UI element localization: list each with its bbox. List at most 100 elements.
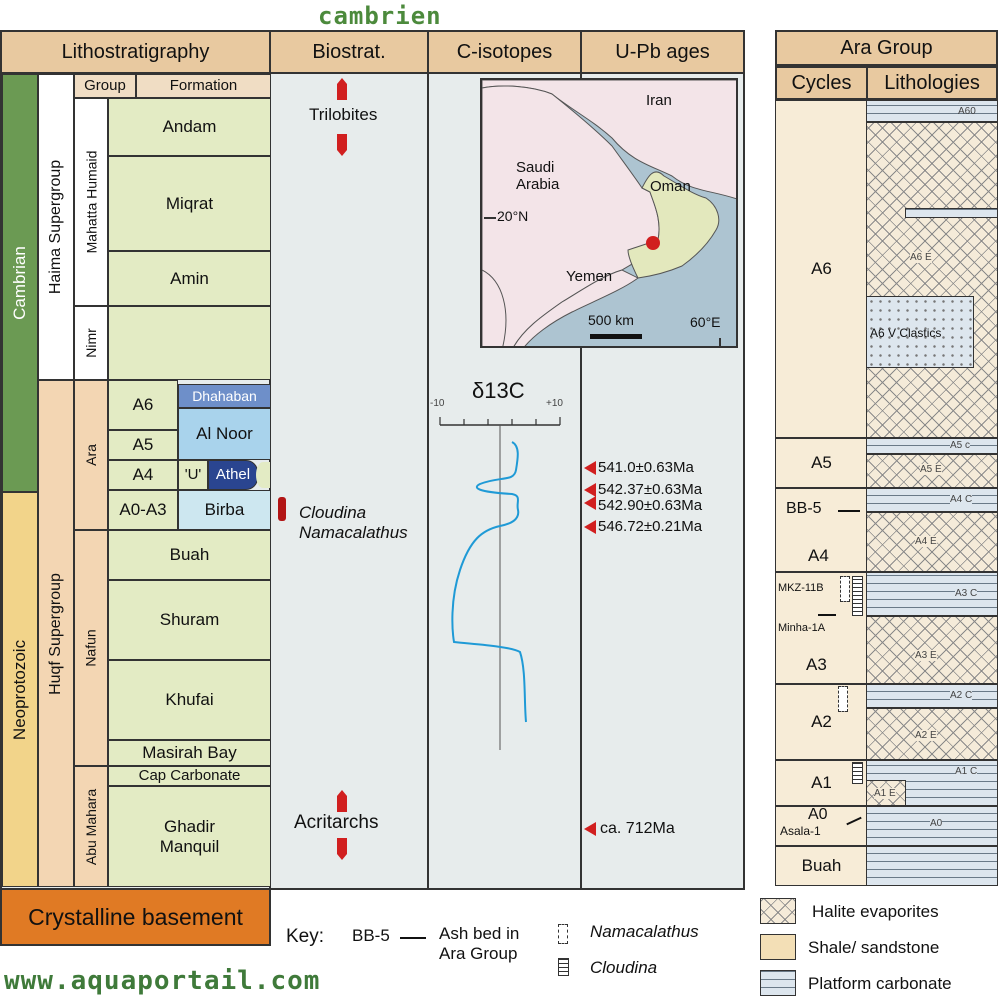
formation-a5: A5 (108, 430, 178, 460)
key-platform: Platform carbonate (808, 974, 952, 993)
group-mahatta-humaid: Mahatta Humaid (74, 98, 108, 306)
header-c-isotopes: C-isotopes (427, 30, 582, 74)
lith-label: A4 C (950, 494, 973, 505)
watermark-top: cambrien (318, 2, 442, 30)
period-cambrian: Cambrian (2, 74, 38, 492)
cloudina-range-bar (278, 497, 286, 521)
ash-bed-marker (838, 510, 860, 512)
divider (269, 74, 271, 890)
supergroup-huqf: Huqf Supergroup (38, 380, 74, 887)
key-ash-bed: Ash bed in Ara Group (439, 924, 520, 963)
cycle-a2: A2 (775, 684, 868, 760)
cycle-a4-label: A4 (808, 546, 829, 565)
cycle-a6: A6 (775, 100, 868, 438)
formation-miqrat: Miqrat (108, 156, 271, 251)
age-marker (584, 461, 596, 475)
lith-label: A0 (930, 818, 943, 829)
key-platform-swatch (760, 970, 796, 996)
formation-al-noor: Al Noor (178, 408, 271, 460)
lith-label: A2 E (915, 730, 937, 741)
athel-lens (256, 462, 270, 488)
subheader-group: Group (74, 74, 136, 98)
subheader-formation: Formation (136, 74, 271, 98)
ash-bed-marker (818, 614, 836, 616)
age-marker (584, 496, 596, 510)
key-namacalathus: Namacalathus (590, 922, 699, 941)
formation-ghadir-manquil: Ghadir Manquil (108, 786, 271, 887)
age-label: 546.72±0.21Ma (598, 518, 703, 535)
map-label-saudi-arabia: Saudi Arabia (516, 159, 560, 193)
header-lithostratigraphy: Lithostratigraphy (0, 30, 271, 74)
crystalline-basement: Crystalline basement (0, 888, 271, 946)
cycle-a0 (775, 806, 868, 846)
period-neoproterozoic: Neoprotozoic (2, 492, 38, 887)
lith-label: A6 V Clastics (870, 326, 942, 340)
isotope-axis-min-label: -10 (430, 398, 445, 409)
lith-buah (866, 846, 998, 886)
age-marker (584, 520, 596, 534)
cycle-buah: Buah (775, 846, 868, 886)
map-label-iran: Iran (646, 92, 672, 109)
map-label-oman: Oman (650, 178, 691, 195)
key-shale: Shale/ sandstone (808, 938, 940, 957)
formation-andam: Andam (108, 98, 271, 156)
lith-a60 (866, 100, 998, 122)
map-scale-bar (590, 334, 642, 339)
formation-birba: Birba (178, 490, 271, 530)
isotope-axis-max-label: +10 (546, 398, 563, 409)
lith-label: A3 C (955, 588, 978, 599)
lith-label: A1 C (955, 766, 978, 777)
lith-a6-carb-stringer (905, 208, 998, 218)
formation-cap-carbonate: Cap Carbonate (108, 766, 271, 786)
lith-label: A4 E (915, 536, 937, 547)
well-mkz-11b: MKZ-11B (778, 582, 824, 594)
cloudina-symbol (852, 762, 863, 784)
lith-a6e (866, 122, 998, 438)
isotope-curve (451, 441, 527, 723)
header-ara-group: Ara Group (775, 30, 998, 66)
formation-shuram: Shuram (108, 580, 271, 660)
formation-u: 'U' (178, 460, 208, 490)
map-label-latitude: 20°N (497, 208, 529, 224)
namacalathus-symbol (838, 686, 848, 712)
fossil-trilobites: Trilobites (306, 105, 381, 125)
formation-nimr (108, 306, 271, 380)
isotope-axis-ticks (439, 417, 561, 425)
divider (580, 74, 582, 890)
formation-buah: Buah (108, 530, 271, 580)
lith-a6v-clastics (866, 296, 974, 368)
header-upb-ages: U-Pb ages (580, 30, 745, 74)
key-cloudina-symbol (558, 958, 569, 976)
cycle-a0-label: A0 (808, 806, 828, 823)
map-drawing (482, 80, 736, 346)
formation-masirah-bay: Masirah Bay (108, 740, 271, 766)
group-ara: Ara (74, 380, 108, 530)
watermark-bottom: www.aquaportail.com (4, 966, 321, 996)
age-label: ca. 712Ma (600, 820, 675, 837)
age-label: 542.37±0.63Ma (598, 481, 703, 498)
fossil-cloudina-namacalathus: Cloudina Namacalathus (299, 503, 408, 543)
group-nafun: Nafun (74, 530, 108, 766)
lith-a5c (866, 438, 998, 454)
lith-label: A1 E (874, 788, 896, 799)
key-bb5-label: BB-5 (352, 926, 390, 945)
well-asala-1: Asala-1 (780, 824, 821, 838)
cycle-a5: A5 (775, 438, 868, 488)
lith-a3c (866, 572, 998, 616)
lith-a4c (866, 488, 998, 512)
key-label: Key: (286, 926, 325, 947)
key-cloudina: Cloudina (590, 958, 658, 977)
lith-label: A6 E (910, 252, 932, 263)
cycle-a4 (775, 488, 868, 572)
supergroup-haima: Haima Supergroup (38, 74, 74, 380)
map-label-longitude: 60°E (690, 314, 721, 330)
lith-label: A60 (958, 106, 976, 117)
key-halite: Halite evaporites (812, 902, 939, 921)
key-halite-swatch (760, 898, 796, 924)
map-label-yemen: Yemen (566, 268, 613, 285)
cycle-bb5-label: BB-5 (786, 500, 822, 517)
key-ash-line (400, 937, 426, 939)
well-minha-1a: Minha-1A (778, 622, 826, 634)
lith-label: A5 E (920, 464, 942, 475)
formation-a6: A6 (108, 380, 178, 430)
